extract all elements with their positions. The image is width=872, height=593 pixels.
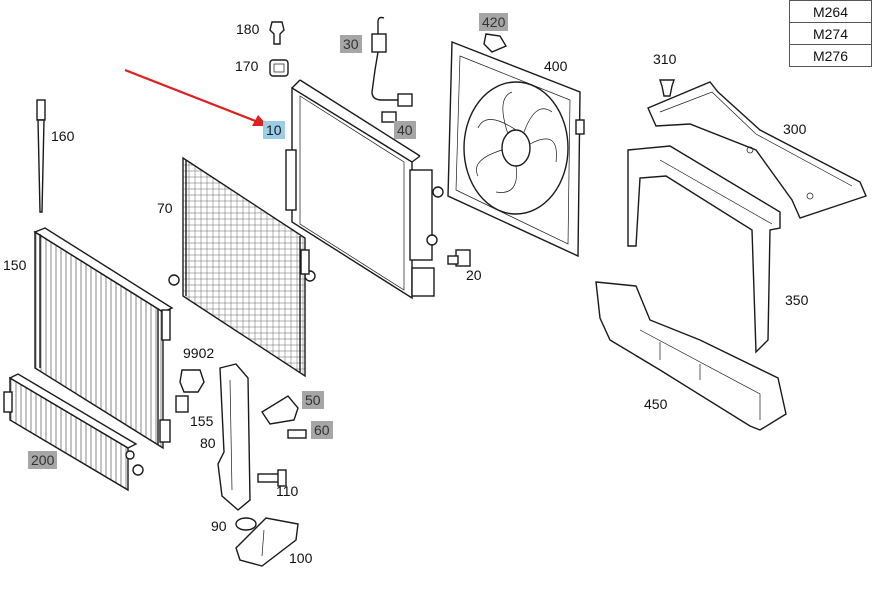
pointer-arrow <box>124 68 268 126</box>
part-30-sensor-cable[interactable] <box>371 16 413 107</box>
callout-150[interactable]: 150 <box>3 257 27 273</box>
callout-310[interactable]: 310 <box>653 51 677 67</box>
callout-180[interactable]: 180 <box>236 21 260 37</box>
part-10-radiator[interactable] <box>285 79 444 300</box>
callout-60[interactable]: 60 <box>311 421 333 439</box>
callout-80[interactable]: 80 <box>200 435 216 451</box>
part-155-fitting[interactable] <box>175 395 189 413</box>
callout-20[interactable]: 20 <box>466 267 482 283</box>
callout-170[interactable]: 170 <box>235 58 259 74</box>
callout-300[interactable]: 300 <box>783 121 807 137</box>
callout-200[interactable]: 200 <box>28 451 58 469</box>
callout-450[interactable]: 450 <box>644 396 668 412</box>
part-50-mount[interactable] <box>261 395 299 425</box>
part-9902-cap[interactable] <box>179 369 205 393</box>
callout-50[interactable]: 50 <box>302 391 324 409</box>
part-400-fan-shroud[interactable] <box>447 40 585 258</box>
model-cell: M276 <box>789 44 872 67</box>
callout-90[interactable]: 90 <box>211 518 227 534</box>
part-160-rod[interactable] <box>36 99 46 213</box>
part-90-rubber-mount[interactable] <box>235 517 257 531</box>
callout-10-selected[interactable]: 10 <box>263 121 285 139</box>
engine-model-table: M264 M274 M276 <box>789 0 872 67</box>
part-80-bracket[interactable] <box>217 363 251 511</box>
callout-155[interactable]: 155 <box>190 413 214 429</box>
part-40-connector[interactable] <box>381 111 397 123</box>
part-420-clip[interactable] <box>483 33 508 53</box>
model-cell: M264 <box>789 0 872 23</box>
part-150-condenser[interactable] <box>33 227 174 450</box>
callout-350[interactable]: 350 <box>785 292 809 308</box>
part-100-support[interactable] <box>235 517 299 567</box>
part-110-bolt[interactable] <box>257 469 287 487</box>
part-60-bolt[interactable] <box>287 429 307 439</box>
part-310-push-clip[interactable] <box>659 79 675 97</box>
part-180-clip[interactable] <box>269 21 285 45</box>
part-450-air-guide[interactable] <box>595 281 787 431</box>
part-20-sensor[interactable] <box>447 249 471 267</box>
part-350-side-bracket[interactable] <box>627 145 781 354</box>
callout-100[interactable]: 100 <box>289 550 313 566</box>
callout-160[interactable]: 160 <box>51 128 75 144</box>
callout-110[interactable]: 110 <box>276 483 299 499</box>
callout-40[interactable]: 40 <box>394 121 416 139</box>
callout-420[interactable]: 420 <box>479 13 509 31</box>
part-300-upper-crossmember[interactable] <box>647 81 867 219</box>
callout-70[interactable]: 70 <box>157 200 173 216</box>
callout-9902[interactable]: 9902 <box>183 345 215 361</box>
part-170-grommet[interactable] <box>269 59 289 77</box>
callout-400[interactable]: 400 <box>544 58 568 74</box>
model-cell: M274 <box>789 22 872 45</box>
part-70-cooler-core[interactable] <box>168 156 316 378</box>
part-200-aux-cooler[interactable] <box>3 373 144 492</box>
callout-30[interactable]: 30 <box>340 35 362 53</box>
